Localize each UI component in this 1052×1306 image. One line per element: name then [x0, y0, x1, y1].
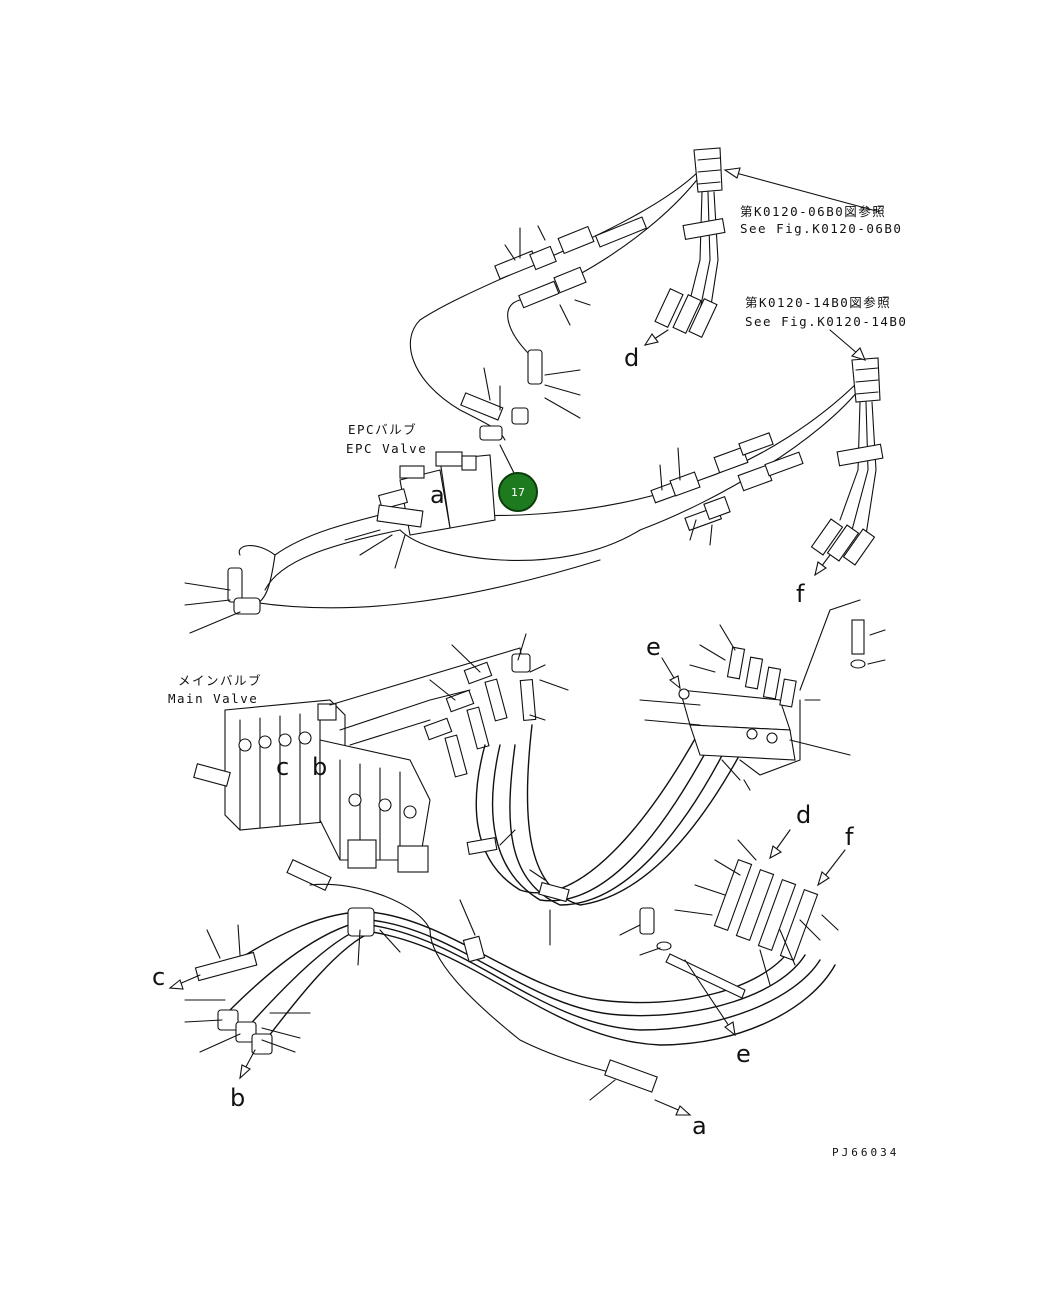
upper-bundle-14b0	[810, 357, 884, 566]
fig-ref-14b0-jp: 第K0120-14B0図参照	[745, 295, 891, 310]
upper-bundle-06b0	[654, 147, 726, 339]
lower-right-parts	[639, 859, 819, 999]
letter-e-lower: e	[736, 1040, 751, 1068]
letter-c-valve: c	[276, 753, 289, 781]
main-valve-label-jp: メインバルブ	[178, 673, 262, 688]
main-valve-top-hoses	[329, 647, 746, 906]
leader-lines	[184, 225, 886, 1101]
letter-a-epc: a	[430, 481, 445, 509]
letter-b-lower: b	[230, 1084, 245, 1112]
lower-left-hoses	[194, 859, 836, 1093]
letter-d-lower: d	[796, 801, 811, 829]
letter-b-valve: b	[312, 753, 327, 781]
right-manifold	[678, 599, 866, 776]
middle-fittings	[650, 432, 804, 532]
part-number-badge-text[interactable]: 17	[511, 486, 525, 499]
letter-f-lower: f	[845, 823, 854, 851]
epc-valve	[227, 451, 496, 615]
letter-e-manifold: e	[646, 633, 661, 661]
fig-ref-06b0-en: See Fig.K0120-06B0	[740, 221, 902, 236]
epc-valve-label-en: EPC Valve	[346, 441, 427, 456]
part-number-badge-circle[interactable]	[498, 472, 538, 512]
letter-c-lower: c	[152, 963, 165, 991]
drawing-code: PJ66034	[832, 1146, 899, 1159]
reference-callout-14b0: 第K0120-14B0図参照 See Fig.K0120-14B0	[745, 295, 907, 329]
epc-valve-label: EPCバルブ EPC Valve	[346, 422, 427, 456]
reference-callout-06b0: 第K0120-06B0図参照 See Fig.K0120-06B0	[740, 204, 902, 236]
main-valve-label-en: Main Valve	[168, 691, 258, 706]
arrows	[168, 167, 881, 1116]
connection-letters: d a f e c b d f c e b a	[152, 344, 854, 1140]
main-valve-label: メインバルブ Main Valve	[168, 673, 262, 706]
upper-left-fittings	[460, 216, 648, 441]
main-valve	[193, 699, 431, 873]
letter-d-top: d	[624, 344, 639, 372]
letter-f-mid: f	[796, 580, 805, 608]
letter-a-lower: a	[692, 1112, 707, 1140]
fig-ref-06b0-jp: 第K0120-06B0図参照	[740, 204, 886, 219]
fig-ref-14b0-en: See Fig.K0120-14B0	[745, 314, 907, 329]
epc-valve-label-jp: EPCバルブ	[348, 422, 417, 437]
part-number-badge[interactable]: 17	[498, 472, 538, 512]
